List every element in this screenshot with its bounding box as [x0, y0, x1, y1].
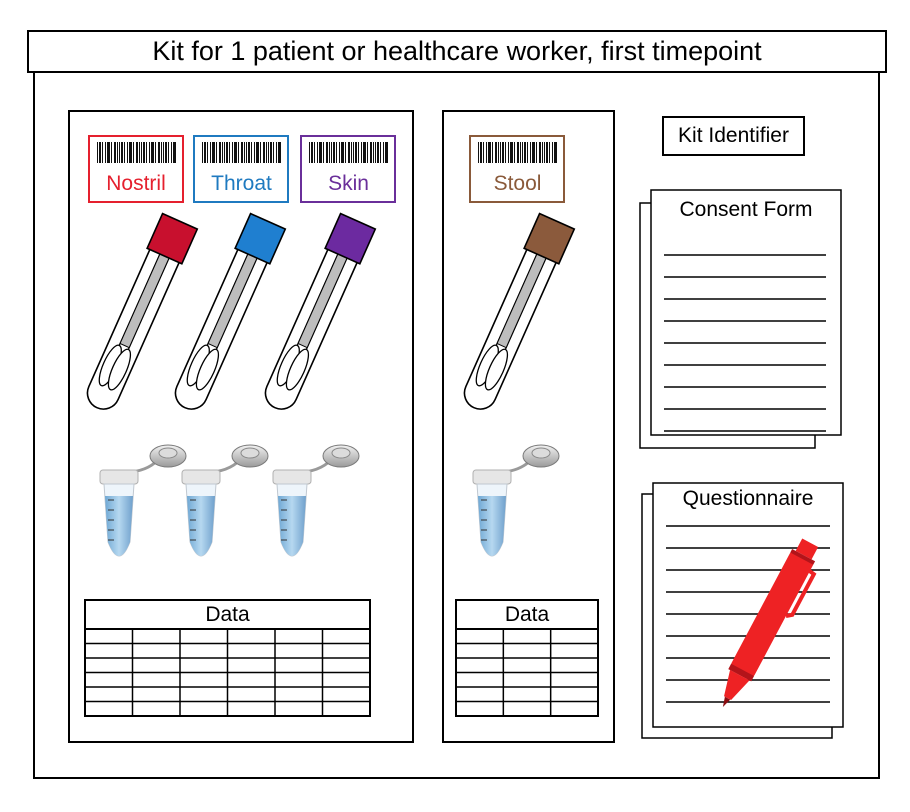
vial-icon: [473, 445, 559, 556]
data-table-1-header: Data: [85, 601, 370, 628]
label-skin: Skin: [301, 167, 396, 201]
barcode-icon: [97, 142, 176, 163]
vial-icon: [273, 445, 359, 556]
kit-identifier: Kit Identifier: [663, 117, 804, 155]
kit-title: Kit for 1 patient or healthcare worker, …: [28, 31, 886, 72]
barcode-icon: [202, 142, 281, 163]
consent-form-icon: [640, 190, 841, 448]
swab-tube-icon: [457, 214, 575, 416]
label-throat: Throat: [194, 167, 289, 201]
label-nostril: Nostril: [89, 167, 183, 201]
questionnaire-icon: [642, 483, 843, 738]
barcode-icon: [309, 142, 388, 163]
vial-icon: [182, 445, 268, 556]
vial-icon: [100, 445, 186, 556]
label-stool: Stool: [470, 167, 565, 201]
consent-form-title: Consent Form: [651, 198, 841, 222]
barcode-icon: [478, 142, 557, 163]
data-table-2-header: Data: [456, 601, 598, 628]
questionnaire-title: Questionnaire: [653, 487, 843, 511]
